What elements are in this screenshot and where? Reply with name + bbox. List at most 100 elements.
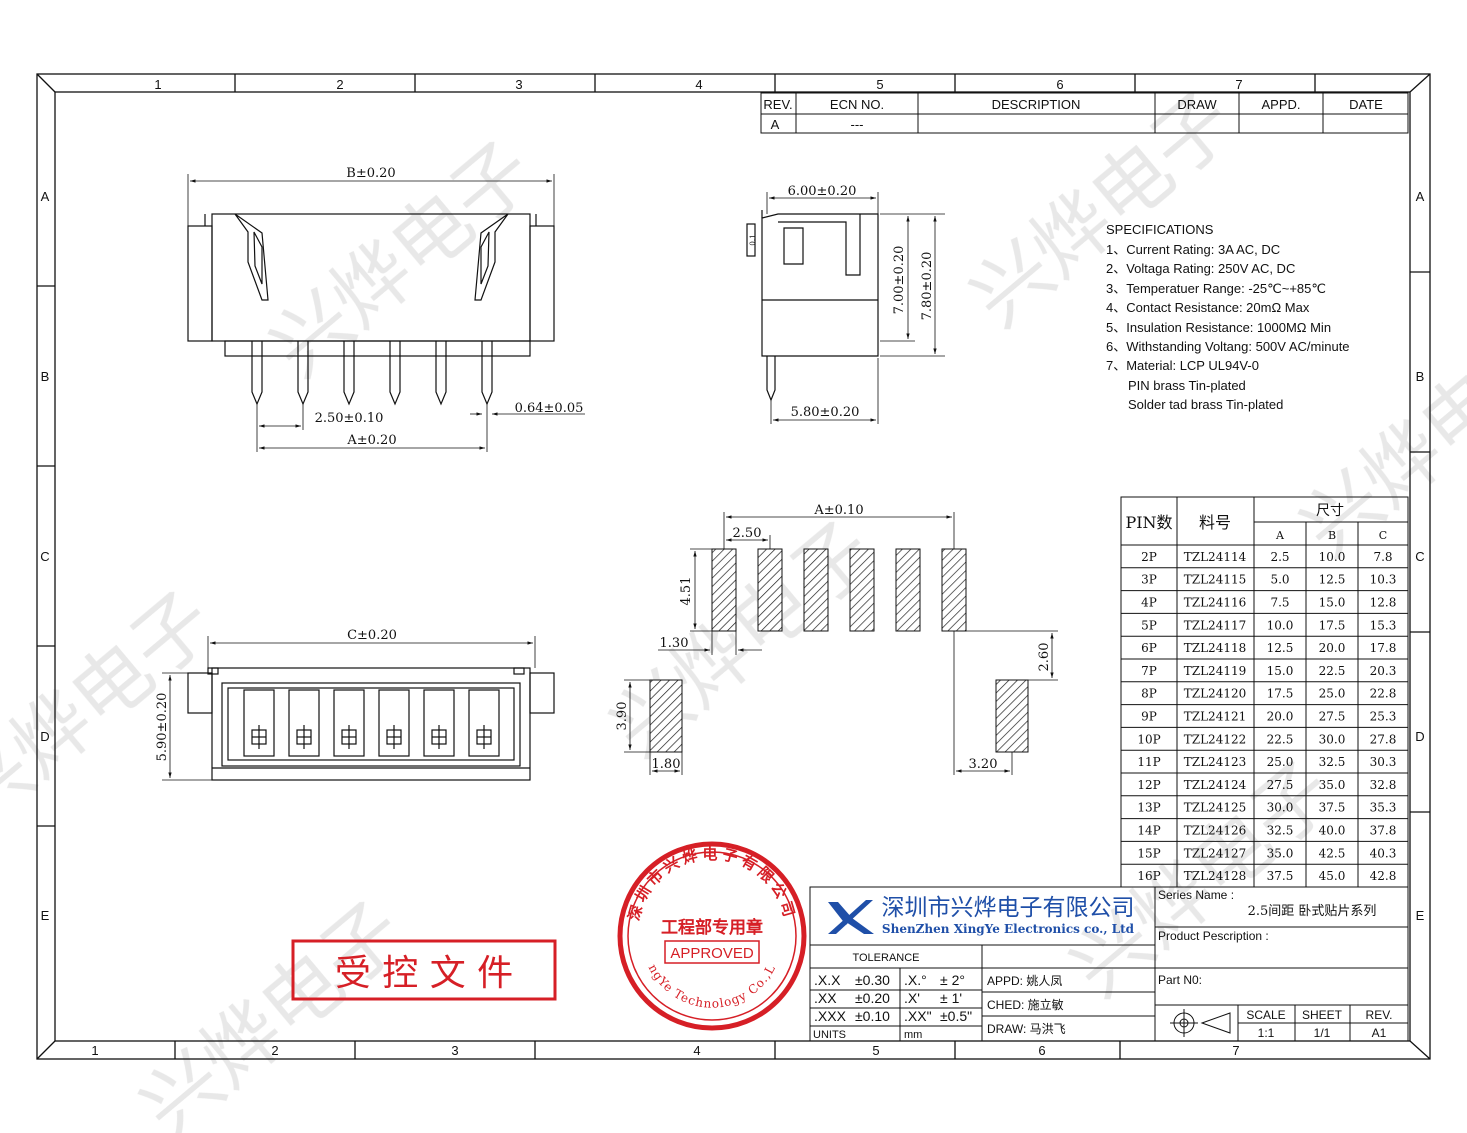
size-b-cell: 42.5	[1319, 846, 1346, 860]
dim-side-top: 6.00±0.20	[788, 184, 857, 199]
tol-cell: .XXX	[814, 1008, 847, 1024]
col-label: 5	[876, 77, 883, 92]
top-view	[162, 636, 555, 781]
tol-cell: .XX"	[904, 1008, 932, 1024]
rev-value: A1	[1372, 1026, 1387, 1040]
col-label: 2	[271, 1043, 278, 1058]
dim-front-pitch: 2.50±0.10	[315, 411, 384, 426]
spec-line: 2、Voltaga Rating: 250V AC, DC	[1106, 261, 1295, 276]
spec-line: 1、Current Rating: 3A AC, DC	[1106, 242, 1280, 257]
company-name-cn: 深圳市兴烨电子有限公司	[882, 895, 1135, 921]
dim-pcb-tab-h: 3.90	[615, 702, 630, 731]
tol-cell: .X'	[904, 990, 920, 1006]
col-label: 3	[515, 77, 522, 92]
size-c-cell: 25.3	[1370, 710, 1397, 724]
pin-count-cell: 16P	[1137, 869, 1160, 883]
size-c-cell: 32.8	[1370, 778, 1397, 792]
part-number-cell: TZL24120	[1184, 687, 1246, 701]
row-label: D	[40, 729, 49, 744]
tol-cell: ±0.10	[855, 1008, 890, 1024]
size-sub-c: C	[1379, 529, 1387, 542]
size-a-cell: 30.0	[1267, 801, 1294, 815]
scale-label: SCALE	[1246, 1008, 1285, 1022]
size-a-cell: 37.5	[1267, 869, 1294, 883]
part-number-cell: TZL24118	[1184, 641, 1246, 655]
row-label: E	[41, 908, 50, 923]
tol-cell: ± 2°	[940, 972, 965, 988]
frame-labels: 1 2 3 4 5 6 7 1 2 3 4 5 6 7 A B C D E A …	[40, 77, 1424, 1058]
size-a-cell: 15.0	[1267, 664, 1294, 678]
size-c-cell: 37.8	[1370, 824, 1397, 838]
dim-front-b: B±0.20	[346, 166, 395, 181]
watermark-text: 兴烨电子	[594, 505, 891, 775]
size-a-cell: 2.5	[1270, 550, 1289, 564]
col-label: 4	[695, 77, 702, 92]
top-contacts	[251, 725, 492, 749]
series-value: 2.5间距 卧式贴片系列	[1248, 904, 1377, 919]
draw-field: DRAW: 马洪飞	[987, 1022, 1066, 1036]
dim-pcb-pad-w: 1.30	[660, 636, 689, 651]
part-number-cell: TZL24119	[1184, 664, 1246, 678]
col-label: 7	[1232, 1043, 1239, 1058]
appd-field: APPD: 姚人凤	[987, 974, 1062, 988]
row-label: B	[1416, 369, 1425, 384]
col-label: 5	[872, 1043, 879, 1058]
stamp-ring-text: 深圳市兴烨电子有限公司	[625, 845, 795, 923]
size-b-cell: 22.5	[1319, 664, 1346, 678]
size-b-cell: 27.5	[1319, 710, 1346, 724]
dim-side-h1: 7.00±0.20	[892, 246, 907, 315]
draw-header: DRAW	[1177, 97, 1217, 112]
size-a-cell: 12.5	[1267, 641, 1294, 655]
pin-count-cell: 15P	[1137, 846, 1160, 860]
units-label: UNITS	[813, 1029, 846, 1041]
size-a-cell: 35.0	[1267, 846, 1294, 860]
size-c-cell: 10.3	[1370, 573, 1397, 587]
company-name-en: ShenZhen XingYe Electronics co., Ltd	[882, 922, 1135, 936]
size-c-cell: 42.8	[1370, 869, 1397, 883]
date-header: DATE	[1349, 97, 1383, 112]
svg-text:深圳市兴烨电子有限公司: 深圳市兴烨电子有限公司	[625, 845, 799, 923]
size-c-cell: 40.3	[1370, 846, 1397, 860]
size-b-cell: 25.0	[1319, 687, 1346, 701]
tolerance-label: TOLERANCE	[852, 952, 919, 964]
row-label: A	[1416, 189, 1425, 204]
scale-value: 1:1	[1258, 1026, 1275, 1040]
pin-count-cell: 14P	[1137, 824, 1160, 838]
pcb-layout	[624, 512, 1058, 775]
dim-front-pin-width: 0.64±0.05	[515, 401, 584, 416]
ecn-header: ECN NO.	[830, 97, 884, 112]
sheet-value: 1/1	[1314, 1026, 1331, 1040]
part-number-cell: TZL24117	[1184, 618, 1246, 632]
size-sub-a: A	[1275, 529, 1285, 542]
size-c-cell: 35.3	[1370, 801, 1397, 815]
pin-count-cell: 6P	[1141, 641, 1157, 655]
part-number-cell: TZL24116	[1184, 596, 1246, 610]
tol-cell: ± 1'	[940, 990, 962, 1006]
size-col-header: 尺寸	[1316, 503, 1344, 519]
pin-count-cell: 5P	[1141, 618, 1157, 632]
size-b-cell: 35.0	[1319, 778, 1346, 792]
col-label: 1	[91, 1043, 98, 1058]
row-label: B	[41, 369, 50, 384]
size-b-cell: 30.0	[1319, 732, 1346, 746]
drawing-frame	[36, 73, 1431, 1060]
size-a-cell: 27.5	[1267, 778, 1294, 792]
ecn-cell: ---	[851, 117, 864, 132]
row-label: C	[40, 549, 49, 564]
specifications: SPECIFICATIONS 1、Current Rating: 3A AC, …	[1106, 222, 1350, 412]
pcb-pads	[649, 548, 1029, 753]
pin-count-cell: 3P	[1141, 573, 1157, 587]
series-label: Series Name :	[1158, 888, 1234, 902]
dim-top-c: C±0.20	[347, 628, 397, 643]
col-label: 3	[451, 1043, 458, 1058]
tol-cell: ±0.30	[855, 972, 890, 988]
tol-cell: ±0.5"	[940, 1008, 972, 1024]
description-header: DESCRIPTION	[992, 97, 1081, 112]
size-b-cell: 15.0	[1319, 596, 1346, 610]
size-sub-b: B	[1328, 529, 1336, 542]
size-b-cell: 10.0	[1319, 550, 1346, 564]
tol-cell: ±0.20	[855, 990, 890, 1006]
revision-table: REV. ECN NO. DESCRIPTION DRAW APPD. DATE…	[760, 92, 1409, 134]
size-c-cell: 12.8	[1370, 596, 1397, 610]
